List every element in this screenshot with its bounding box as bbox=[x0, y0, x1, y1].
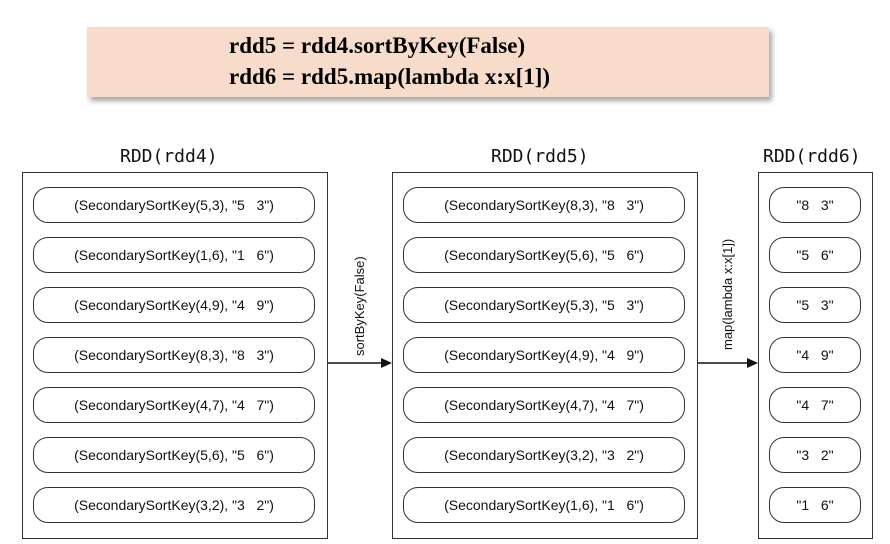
rdd5-box: (SecondarySortKey(8,3), "8 3") (Secondar… bbox=[392, 172, 698, 539]
rdd6-item: "5 3" bbox=[769, 287, 861, 323]
rdd4-title: RDD(rdd4) bbox=[120, 146, 218, 167]
rdd4-item: (SecondarySortKey(5,6), "5 6") bbox=[33, 437, 315, 473]
rdd4-item: (SecondarySortKey(4,7), "4 7") bbox=[33, 387, 315, 423]
rdd5-item: (SecondarySortKey(1,6), "1 6") bbox=[403, 487, 685, 523]
rdd4-item: (SecondarySortKey(5,3), "5 3") bbox=[33, 187, 315, 223]
rdd5-list: (SecondarySortKey(8,3), "8 3") (Secondar… bbox=[393, 173, 697, 538]
rdd5-item: (SecondarySortKey(8,3), "8 3") bbox=[403, 187, 685, 223]
rdd5-title: RDD(rdd5) bbox=[491, 146, 589, 167]
rdd5-item: (SecondarySortKey(5,3), "5 3") bbox=[403, 287, 685, 323]
map-arrow bbox=[698, 358, 758, 368]
rdd5-item: (SecondarySortKey(4,9), "4 9") bbox=[403, 337, 685, 373]
code-line-map: rdd6 = rdd5.map(lambda x:x[1]) bbox=[229, 64, 551, 89]
rdd5-item: (SecondarySortKey(3,2), "3 2") bbox=[403, 437, 685, 473]
rdd6-item: "4 7" bbox=[769, 387, 861, 423]
rdd6-box: "8 3" "5 6" "5 3" "4 9" "4 7" "3 2" "1 6… bbox=[758, 172, 873, 539]
sortbykey-arrow bbox=[328, 358, 392, 368]
rdd6-item: "4 9" bbox=[769, 337, 861, 373]
rdd5-item: (SecondarySortKey(5,6), "5 6") bbox=[403, 237, 685, 273]
rdd5-item: (SecondarySortKey(4,7), "4 7") bbox=[403, 387, 685, 423]
rdd4-item: (SecondarySortKey(4,9), "4 9") bbox=[33, 287, 315, 323]
sortbykey-label: sortByKey(False) bbox=[352, 256, 367, 356]
rdd4-list: (SecondarySortKey(5,3), "5 3") (Secondar… bbox=[23, 173, 327, 538]
rdd6-item: "1 6" bbox=[769, 487, 861, 523]
rdd4-item: (SecondarySortKey(3,2), "3 2") bbox=[33, 487, 315, 523]
rdd6-item: "3 2" bbox=[769, 437, 861, 473]
rdd4-item: (SecondarySortKey(8,3), "8 3") bbox=[33, 337, 315, 373]
rdd4-item: (SecondarySortKey(1,6), "1 6") bbox=[33, 237, 315, 273]
rdd6-item: "8 3" bbox=[769, 187, 861, 223]
rdd4-box: (SecondarySortKey(5,3), "5 3") (Secondar… bbox=[22, 172, 328, 539]
rdd6-item: "5 6" bbox=[769, 237, 861, 273]
code-banner: rdd5 = rdd4.sortByKey(False) rdd6 = rdd5… bbox=[87, 27, 769, 97]
code-line-sortbykey: rdd5 = rdd4.sortByKey(False) bbox=[229, 33, 526, 58]
rdd6-title: RDD(rdd6) bbox=[763, 146, 861, 167]
rdd6-list: "8 3" "5 6" "5 3" "4 9" "4 7" "3 2" "1 6… bbox=[759, 173, 872, 538]
map-label: map(lambda x:x[1]) bbox=[720, 238, 735, 350]
